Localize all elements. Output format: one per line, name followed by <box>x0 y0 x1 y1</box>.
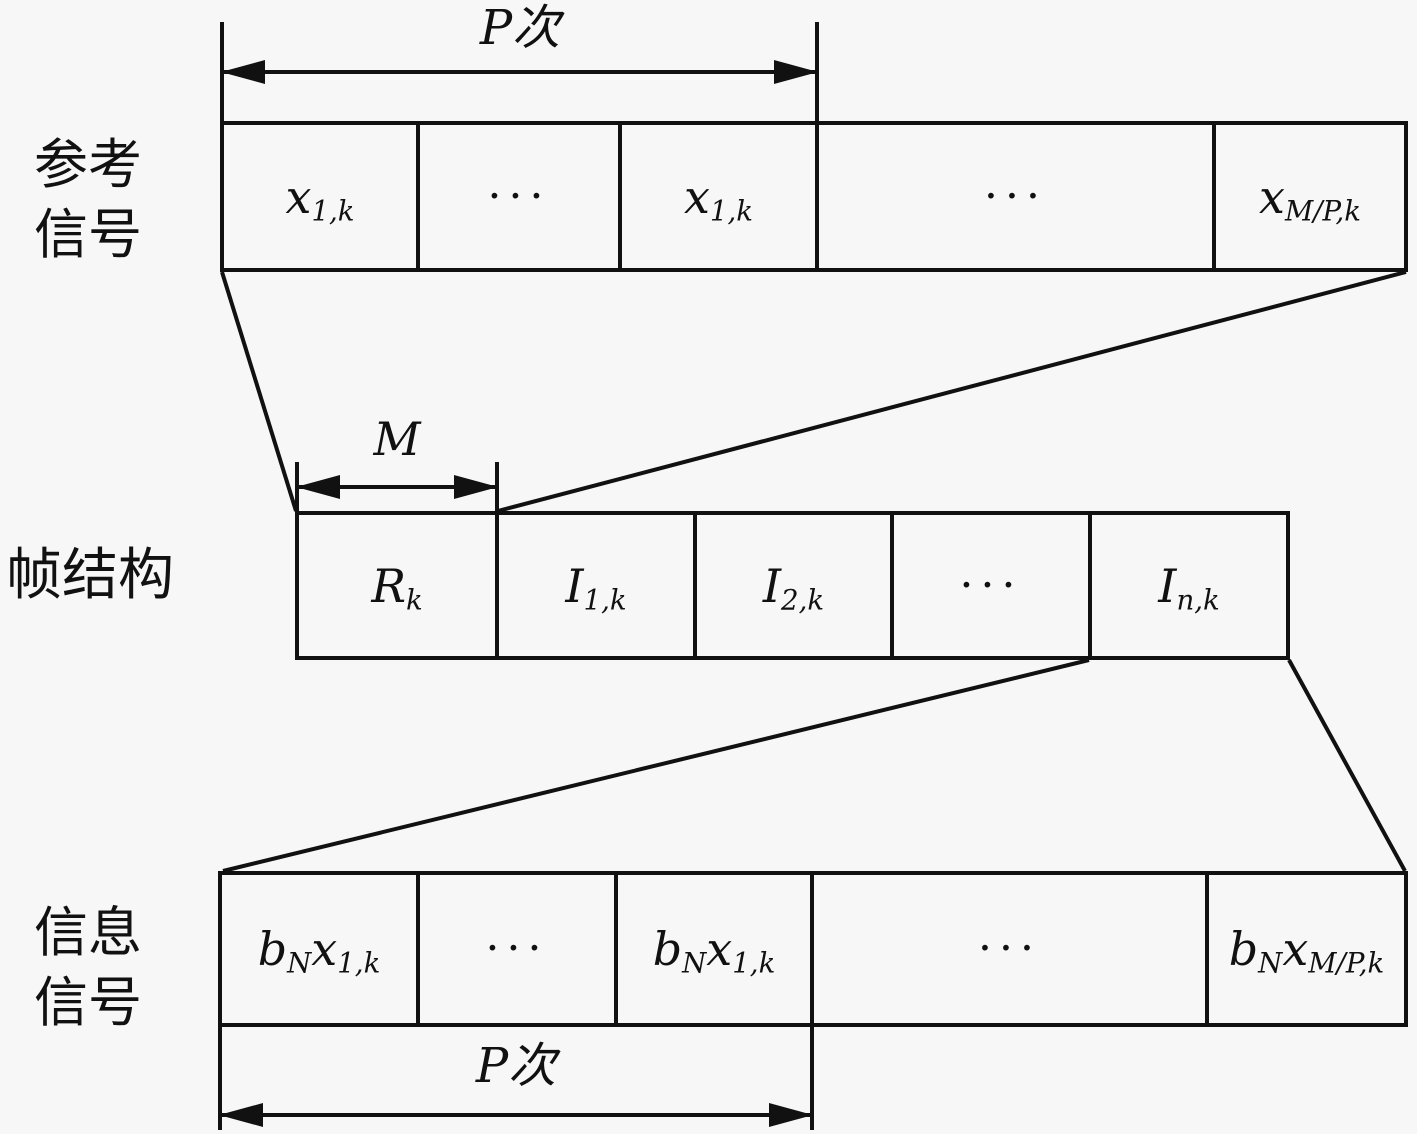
info-cell-bNxMPk-text: bNxM/P,k <box>1228 922 1385 980</box>
frame-cell-I2k: I2,k <box>693 515 890 656</box>
reference-cell-dots-1: ··· <box>416 125 618 268</box>
expand-diagonal-ref-right <box>497 270 1407 513</box>
reference-signal-label-line1: 参考 <box>34 135 142 195</box>
reference-cell-xMPk: xM/P,k <box>1212 125 1404 268</box>
frame-cell-I1k-text: I1,k <box>565 558 627 617</box>
expand-diagonal-info-right <box>1287 659 1407 872</box>
frame-cell-dots: ··· <box>890 515 1088 656</box>
information-signal-label-line2: 信号 <box>34 973 142 1033</box>
reference-cell-dots-1-text: ··· <box>487 170 551 222</box>
reference-cell-dots-2: ··· <box>815 125 1212 268</box>
expand-diagonal-ref-left <box>220 271 298 512</box>
reference-cell-x1k-first: x1,k <box>224 125 416 268</box>
info-cell-dots-1-text: ··· <box>485 923 549 974</box>
frame-structure-label: 帧结构 <box>6 545 174 607</box>
frame-cell-Ink: In,k <box>1088 515 1286 656</box>
reference-signal-label: 参考 信号 <box>18 130 158 270</box>
expand-diagonal-info-left <box>222 658 1090 873</box>
frame-cell-dots-text: ··· <box>959 559 1023 611</box>
info-cell-dots-1: ··· <box>416 875 614 1023</box>
m-width-label: M <box>373 412 421 466</box>
information-signal-label-line1: 信息 <box>34 903 142 963</box>
frame-cell-I1k: I1,k <box>495 515 693 656</box>
reference-cell-dots-2-text: ··· <box>984 170 1047 222</box>
frame-structure-row: Rk I1,k I2,k ··· In,k <box>295 511 1290 660</box>
reference-cell-x1k-last-text: x1,k <box>683 169 753 228</box>
frame-cell-Ink-text: In,k <box>1158 558 1220 617</box>
p-times-top-label: P次 <box>479 0 561 56</box>
info-cell-dots-2-text: ··· <box>978 923 1041 974</box>
info-cell-bNx1k-last-text: bNx1,k <box>652 922 776 980</box>
frame-cell-Rk-text: Rk <box>371 558 423 617</box>
information-signal-row: bNx1,k ··· bNx1,k ··· bNxM/P,k <box>218 871 1408 1027</box>
reference-cell-x1k-last: x1,k <box>618 125 815 268</box>
info-cell-bNxMPk: bNxM/P,k <box>1205 875 1404 1023</box>
reference-cell-xMPk-text: xM/P,k <box>1259 169 1361 228</box>
reference-signal-row: x1,k ··· x1,k ··· xM/P,k <box>220 121 1408 272</box>
p-times-bottom-label: P次 <box>475 1038 557 1094</box>
reference-cell-x1k-first-text: x1,k <box>285 169 355 228</box>
info-cell-dots-2: ··· <box>810 875 1205 1023</box>
reference-signal-label-line2: 信号 <box>34 205 142 265</box>
frame-cell-Rk: Rk <box>299 515 495 656</box>
info-cell-bNx1k-first: bNx1,k <box>222 875 416 1023</box>
information-signal-label: 信息 信号 <box>18 898 158 1038</box>
frame-cell-I2k-text: I2,k <box>762 558 825 617</box>
info-cell-bNx1k-last: bNx1,k <box>614 875 810 1023</box>
info-cell-bNx1k-first-text: bNx1,k <box>257 922 381 980</box>
